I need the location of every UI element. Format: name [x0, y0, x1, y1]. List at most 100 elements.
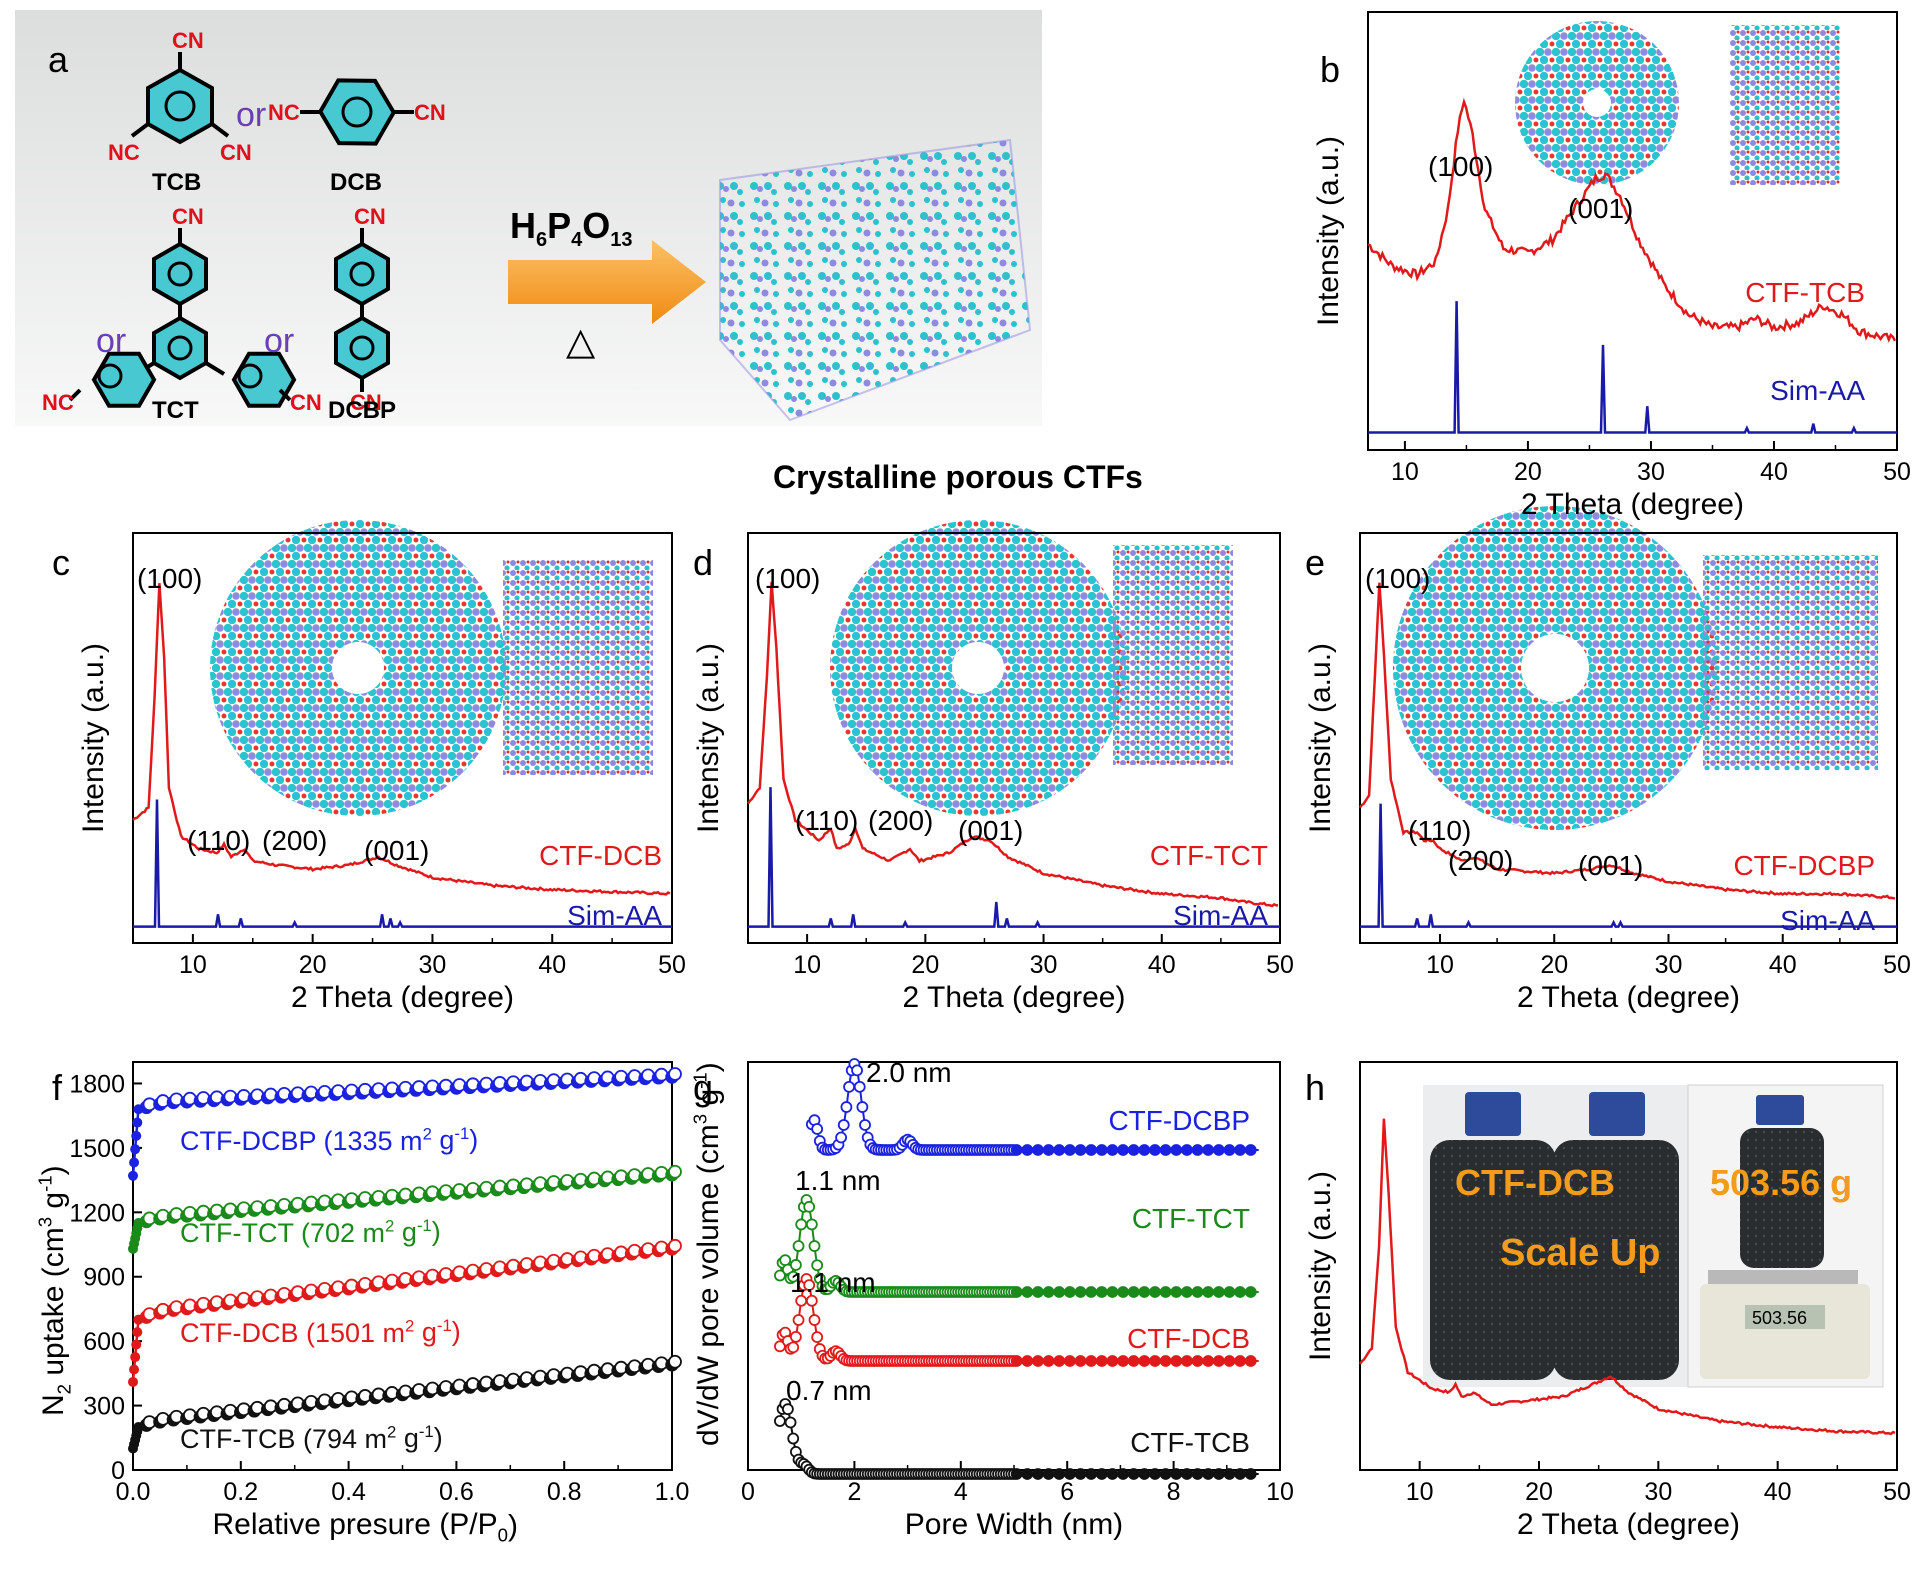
psd-point-1: [787, 1270, 800, 1283]
psd-point-2: [1212, 1355, 1225, 1367]
photo-label-scale-up: Scale Up: [1500, 1232, 1661, 1274]
psd-point-3: [1244, 1468, 1257, 1480]
psd-point-0: [1181, 1144, 1193, 1156]
psd-point-0: [840, 1101, 853, 1113]
x-axis-label-h: 2 Theta (degree): [1517, 1508, 1740, 1541]
isotherm-label-2: CTF-DCB (1501 m2 g-1): [180, 1316, 461, 1348]
psd-point-3: [1042, 1468, 1055, 1480]
psd-point-2: [811, 1331, 824, 1344]
x-tick-label-e: 30: [1655, 951, 1683, 979]
psd-point-3: [1106, 1468, 1119, 1480]
structure-inset-c-side: [503, 560, 653, 775]
x-tick-label-h: 50: [1883, 1478, 1911, 1506]
psd-point-0: [1032, 1144, 1044, 1156]
isotherm-label-1-part: 2: [385, 1217, 394, 1236]
adsorption-point-2: [130, 1352, 141, 1363]
x-tick-label-c: 30: [419, 951, 447, 979]
adsorption-point-2: [129, 1364, 140, 1375]
psd-point-1: [1095, 1286, 1108, 1298]
isotherm-label-3-part: -1: [419, 1422, 434, 1441]
or-text-2: or: [96, 322, 126, 360]
isotherm-label-2-part: -1: [437, 1316, 452, 1335]
x-tick-label-g: 0: [741, 1478, 755, 1506]
y-axis-label-f-part: uptake (cm: [37, 1227, 70, 1384]
psd-point-3: [1149, 1468, 1161, 1480]
panel-letter-e: e: [1305, 542, 1325, 583]
dcbp-label: DCBP: [328, 397, 396, 424]
psd-point-3: [1181, 1468, 1193, 1480]
balance-with-bottle: 503.56: [1700, 1095, 1870, 1379]
x-tick-label-d: 30: [1030, 951, 1058, 979]
psd-point-0: [1149, 1144, 1161, 1156]
structure-inset-b-side: [1730, 25, 1840, 185]
series-label-c-0: CTF-DCB: [539, 840, 662, 871]
psd-point-1: [1021, 1286, 1034, 1298]
psd-point-1: [1149, 1286, 1161, 1298]
x-axis-label-e: 2 Theta (degree): [1517, 981, 1740, 1014]
photo-label-mass: 503.56 g: [1710, 1162, 1852, 1203]
isotherm-label-0-part: -1: [454, 1124, 469, 1143]
panel-letter-d: d: [693, 542, 713, 583]
psd-point-1: [803, 1200, 816, 1213]
peak-label-g-3: 0.7 nm: [786, 1375, 872, 1406]
psd-point-1: [808, 1240, 821, 1252]
psd-point-2: [1202, 1355, 1215, 1367]
peak-annotation-e-2: (200): [1448, 845, 1513, 876]
psd-point-1: [1032, 1286, 1044, 1298]
desorption-point-2: [668, 1238, 682, 1253]
psd-point-2: [789, 1330, 802, 1343]
psd-point-0: [1212, 1144, 1225, 1156]
isotherm-label-3: CTF-TCB (794 m2 g-1): [180, 1422, 443, 1454]
x-tick-label-b: 10: [1391, 458, 1419, 486]
psd-point-0: [1127, 1144, 1140, 1156]
psd-point-1: [774, 1269, 786, 1282]
psd-point-1: [1074, 1286, 1087, 1298]
psd-point-0: [1159, 1144, 1172, 1156]
y-axis-label-f-part: N: [37, 1394, 70, 1416]
y-tick-label-f: 0: [111, 1457, 125, 1485]
isotherm-label-2-part: ): [452, 1316, 461, 1346]
product-label: Crystalline porous CTFs: [773, 459, 1143, 495]
psd-point-0: [1244, 1144, 1257, 1156]
series-label-e-1: Sim-AA: [1780, 905, 1875, 936]
psd-point-2: [1127, 1355, 1140, 1367]
series-line-c-0: [132, 583, 671, 896]
psd-point-1: [779, 1254, 792, 1267]
balance-readout: 503.56: [1752, 1308, 1807, 1328]
psd-point-3: [782, 1403, 794, 1416]
y-axis-label-d: Intensity (a.u.): [692, 643, 725, 833]
dcbp-molecule: CN CN DCBP: [328, 204, 396, 424]
y-tick-label-f: 1500: [69, 1135, 125, 1163]
adsorption-point-0: [130, 1144, 141, 1155]
tcb-nc-left: NC: [108, 140, 140, 165]
psd-point-0: [843, 1080, 855, 1093]
series-label-b-0: CTF-TCB: [1745, 277, 1865, 308]
plot-frame-d: [747, 532, 1281, 944]
series-label-g-1: CTF-TCT: [1132, 1203, 1250, 1234]
x-tick-label-e: 40: [1769, 951, 1797, 979]
x-tick-label-g: 10: [1266, 1478, 1294, 1506]
x-tick-label-g: 6: [1060, 1478, 1074, 1506]
plot-frame-b: [1367, 11, 1898, 451]
structure-inset-e-top: [1393, 506, 1717, 830]
series-label-g-3: CTF-TCB: [1130, 1427, 1250, 1458]
psd-point-0: [1010, 1144, 1023, 1156]
psd-point-2: [1223, 1355, 1236, 1367]
psd-point-3: [1212, 1468, 1225, 1480]
psd-point-0: [1053, 1144, 1066, 1156]
psd-point-3: [1159, 1468, 1172, 1480]
psd-point-2: [805, 1294, 818, 1307]
y-axis-label-f-part: ): [37, 1165, 70, 1175]
peak-annotation-b-1: (001): [1568, 193, 1633, 224]
scale-up-photo: 503.56 CTF-DCB 503.56 g Scale Up: [1423, 1084, 1884, 1388]
panel-letter-g: g: [693, 1067, 713, 1108]
dcbp-cn-bottom: CN: [350, 390, 382, 415]
psd-point-0: [1117, 1144, 1129, 1156]
heat-symbol: △: [566, 321, 596, 363]
x-tick-label-f: 0.4: [331, 1478, 366, 1506]
psd-point-1: [1085, 1286, 1098, 1298]
